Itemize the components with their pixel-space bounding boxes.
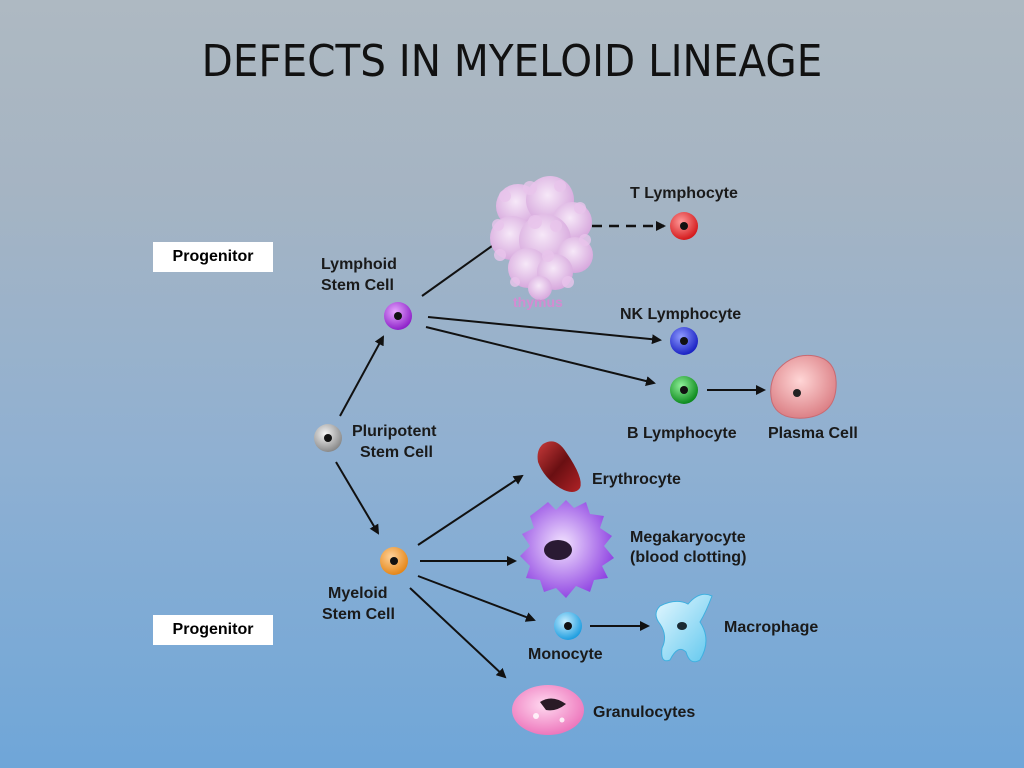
nk-lymphocyte-cell: [670, 327, 698, 355]
label-t-lymphocyte: T Lymphocyte: [630, 185, 738, 202]
thymus-illustration: [490, 176, 593, 300]
label-pluripotent-stem-cell-line1: Pluripotent: [352, 423, 437, 440]
label-erythrocyte: Erythrocyte: [592, 471, 681, 488]
label-lymphoid-stem-cell-line1: Lymphoid: [321, 256, 397, 273]
label-megakaryocyte-line2: (blood clotting): [630, 549, 746, 566]
label-macrophage: Macrophage: [724, 619, 818, 636]
label-thymus: thymus: [513, 294, 563, 310]
page-title: DEFECTS IN MYELOID LINEAGE: [201, 36, 823, 87]
label-b-lymphocyte: B Lymphocyte: [627, 425, 737, 442]
myeloid-stem-cell: [380, 547, 408, 575]
lymphoid-stem-cell: [384, 302, 412, 330]
arrow-myeloid-to-erythrocyte: [417, 474, 524, 546]
label-myeloid-stem-cell-line2: Stem Cell: [322, 606, 395, 623]
label-pluripotent-stem-cell-line2: Stem Cell: [360, 444, 433, 461]
label-granulocytes: Granulocytes: [593, 704, 695, 721]
b-lymphocyte-cell: [670, 376, 698, 404]
macrophage-cell: [655, 593, 713, 663]
erythrocyte-cell: [537, 441, 581, 492]
label-plasma-cell: Plasma Cell: [768, 425, 858, 442]
label-monocyte: Monocyte: [528, 646, 603, 663]
arrow-lymphoid-to-nk: [427, 316, 662, 345]
label-myeloid-stem-cell-line1: Myeloid: [328, 585, 388, 602]
label-nk-lymphocyte: NK Lymphocyte: [620, 306, 741, 323]
arrow-pluripotent-to-myeloid: [335, 461, 380, 535]
plasma-cell: [770, 354, 837, 419]
arrow-myeloid-to-monocyte: [417, 575, 536, 622]
megakaryocyte-cell: [520, 500, 614, 598]
progenitor-tag-lymphoid: Progenitor: [153, 242, 273, 272]
monocyte-cell: [554, 612, 582, 640]
pluripotent-stem-cell: [314, 424, 342, 452]
arrow-lymphoid-to-b: [425, 326, 656, 386]
arrow-myeloid-to-granulocytes: [409, 587, 507, 679]
granulocyte-cell: [512, 685, 584, 735]
label-megakaryocyte-line1: Megakaryocyte: [630, 529, 746, 546]
progenitor-tag-myeloid: Progenitor: [153, 615, 273, 645]
t-lymphocyte-cell: [670, 212, 698, 240]
arrow-pluripotent-to-lymphoid: [339, 335, 384, 417]
arrows: [335, 221, 766, 679]
label-lymphoid-stem-cell-line2: Stem Cell: [321, 277, 394, 294]
